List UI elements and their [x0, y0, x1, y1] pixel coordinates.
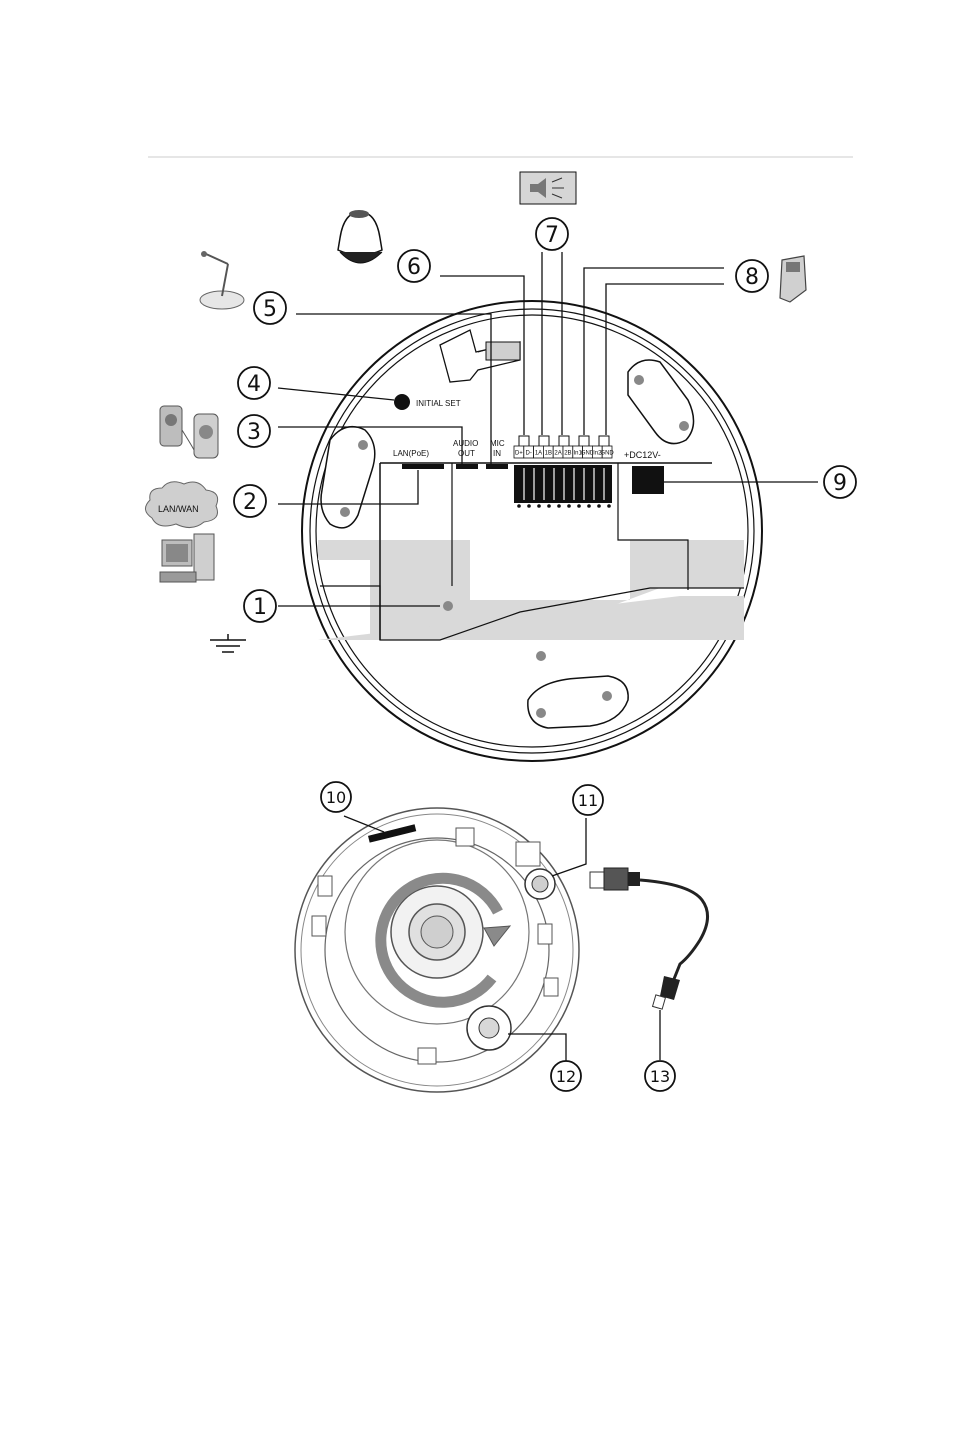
ground-symbol-icon	[210, 634, 246, 652]
callout-number-1: 1	[253, 595, 267, 620]
pin-label-9: GND	[600, 446, 614, 458]
mic-in-label-2: IN	[493, 449, 501, 458]
callout-number-11: 11	[578, 791, 598, 810]
video-test-cable	[590, 868, 708, 1009]
callout-number-7: 7	[545, 223, 559, 248]
base-ring-3	[316, 315, 748, 747]
callout-6: 6	[398, 250, 430, 282]
callout-11: 11	[573, 785, 603, 815]
callout-number-13: 13	[650, 1067, 670, 1086]
callout-number-12: 12	[556, 1067, 576, 1086]
callout-number-6: 6	[407, 255, 421, 280]
microphone-icon	[200, 251, 244, 309]
callout-8: 8	[736, 260, 768, 292]
audio-out-label-1: AUDIO	[453, 439, 478, 448]
pin-text-9: GND	[600, 451, 614, 457]
lan-poe-label: LAN(PoE)	[393, 449, 429, 458]
callout-number-5: 5	[263, 297, 277, 322]
camera-interior-view	[295, 808, 579, 1092]
dc12v-jack	[632, 466, 664, 494]
terminal-block	[514, 465, 612, 508]
mic-in-label-1: MIC	[490, 439, 505, 448]
pin-text-1: D-	[526, 451, 532, 457]
callout-2: 2	[234, 485, 266, 517]
callout-13: 13	[645, 1061, 675, 1091]
audio-out-label-2: OUT	[458, 449, 475, 458]
pin-label-1: D-	[524, 446, 534, 458]
pin-text-4: 2A	[554, 451, 561, 457]
pin-label-2: 1A	[534, 446, 544, 458]
lan-port	[402, 464, 444, 469]
callout-7: 7	[536, 218, 568, 250]
callout-9: 9	[824, 466, 856, 498]
pin-text-3: 1B	[545, 451, 552, 457]
lan-wan-label: LAN/WAN	[158, 504, 199, 514]
speakers-icon	[160, 406, 218, 458]
mic-in-port	[486, 464, 508, 469]
callout-3: 3	[238, 415, 270, 447]
ground-screw	[443, 601, 453, 611]
callout-12: 12	[551, 1061, 581, 1091]
pin-label-4: 2A	[553, 446, 563, 458]
pin-label-0: D+	[514, 446, 524, 458]
audio-out-port	[456, 464, 478, 469]
callout-1: 1	[244, 590, 276, 622]
callout-4: 4	[238, 367, 270, 399]
pin-text-2: 1A	[535, 451, 542, 457]
callout-10: 10	[321, 782, 351, 812]
ptz-dome-camera-icon	[338, 210, 382, 263]
initial-set-label: INITIAL SET	[416, 399, 461, 408]
callout-number-2: 2	[243, 490, 257, 515]
dc12v-label: +DC12V-	[624, 450, 661, 460]
callout-number-8: 8	[745, 265, 759, 290]
lan-wan-cloud-icon: LAN/WAN	[145, 482, 217, 528]
pin-text-5: 2B	[564, 451, 571, 457]
callout-number-3: 3	[247, 420, 261, 445]
motion-sensor-icon	[780, 256, 806, 302]
pin-label-3: 1B	[543, 446, 553, 458]
pin-text-0: D+	[515, 451, 523, 457]
callout-number-9: 9	[833, 471, 847, 496]
computer-icon	[160, 534, 214, 582]
callout-number-10: 10	[326, 788, 346, 807]
board-screw	[536, 651, 546, 661]
pin-label-5: 2B	[563, 446, 573, 458]
initial-set-button	[394, 394, 410, 410]
alarm-output-icon	[520, 172, 576, 204]
callout-5: 5	[254, 292, 286, 324]
callout-number-4: 4	[247, 372, 261, 397]
